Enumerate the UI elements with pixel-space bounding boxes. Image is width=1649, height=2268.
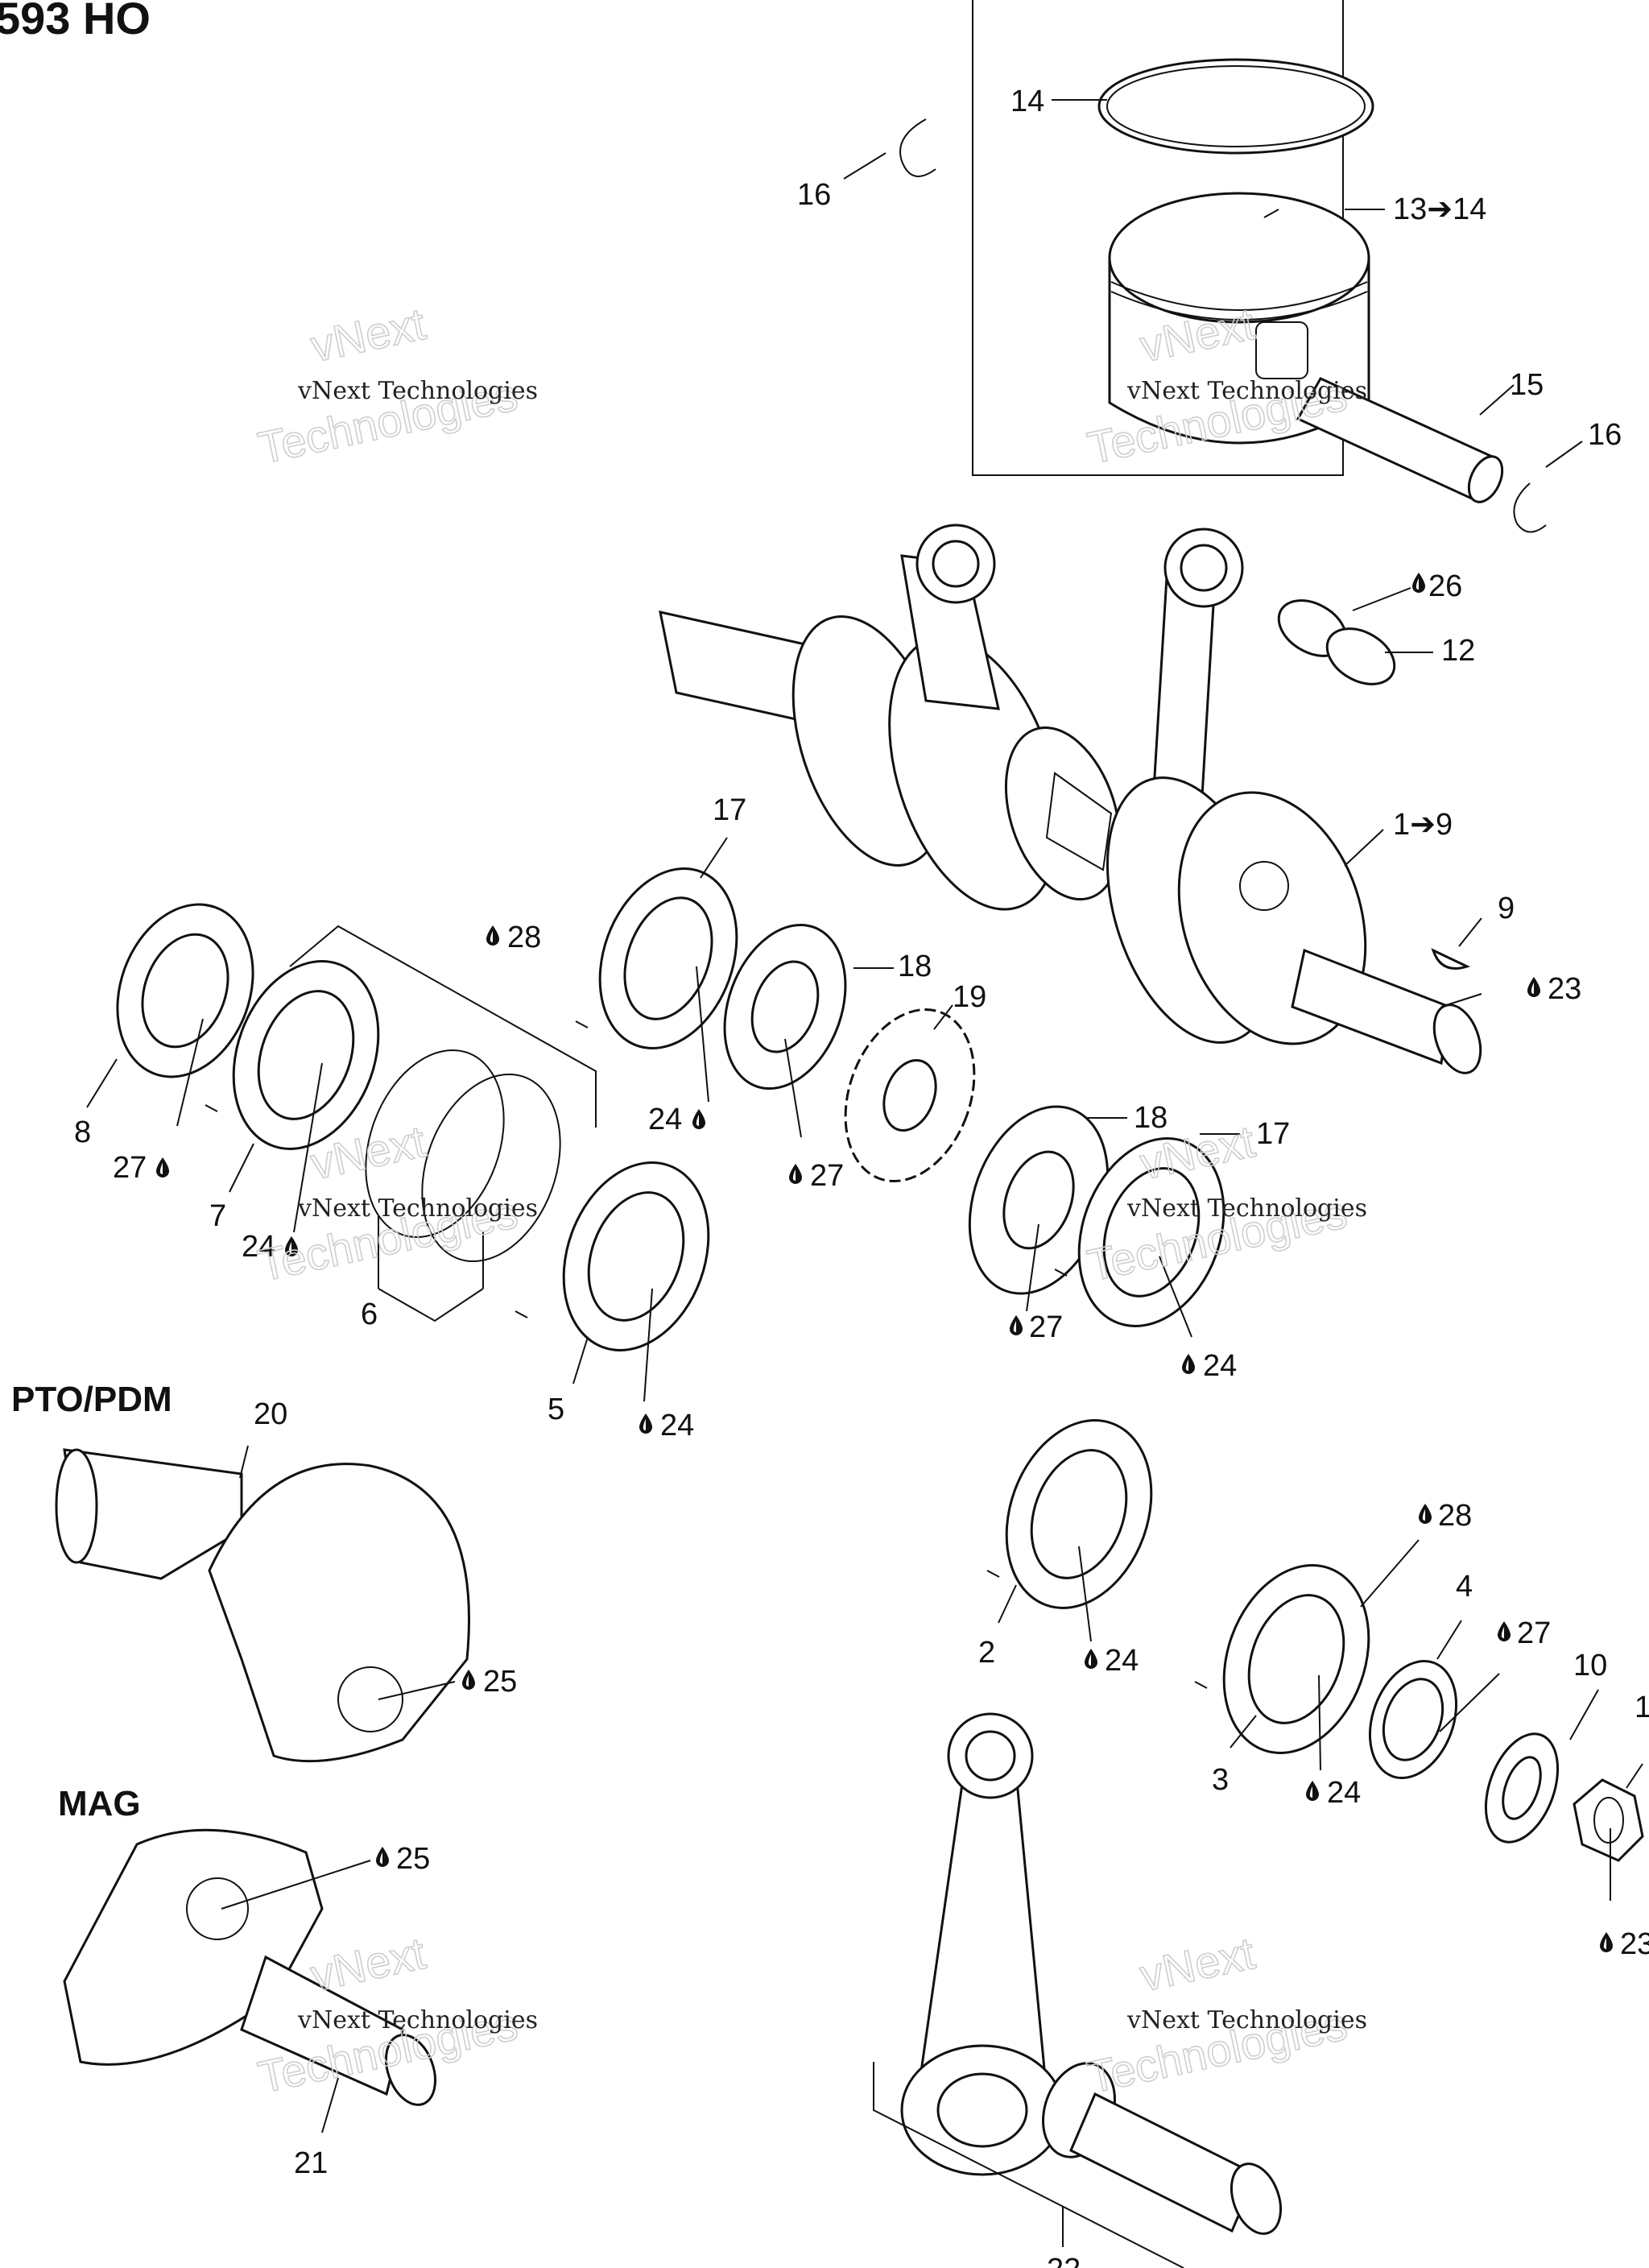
page-title: 593 HO <box>0 0 151 43</box>
label-18-right: 18 <box>1134 1101 1168 1135</box>
label-8: 8 <box>74 1115 91 1149</box>
label-22: 22 <box>1047 2253 1081 2268</box>
label-7: 7 <box>209 1199 226 1233</box>
label-27-right: 27 <box>1029 1310 1063 1344</box>
label-24-right: 24 <box>1203 1349 1237 1383</box>
washer-10 <box>1484 1732 1560 1844</box>
label-9: 9 <box>1498 892 1515 925</box>
label-23-nut: 23 <box>1620 1927 1649 1961</box>
crankshaft-assembly <box>659 524 1482 1074</box>
label-11: 1 <box>1635 1691 1649 1724</box>
label-25-mag: 25 <box>396 1842 430 1876</box>
label-28-left: 28 <box>507 921 541 954</box>
label-24-b2: 24 <box>1105 1644 1139 1678</box>
label-20: 20 <box>254 1397 287 1431</box>
label-19: 19 <box>953 980 986 1014</box>
ring-6 <box>365 1049 561 1263</box>
section-pto: PTO/PDM <box>11 1380 172 1419</box>
svg-text:vNext: vNext <box>306 298 430 371</box>
crank-half-mag <box>63 1828 436 2106</box>
bearing-2 <box>1005 1419 1153 1609</box>
label-17-right: 17 <box>1256 1117 1290 1151</box>
piston-ring <box>1097 58 1374 155</box>
bracket-6-28 <box>289 925 597 1322</box>
label-5: 5 <box>548 1393 564 1426</box>
label-17-top: 17 <box>713 793 746 827</box>
label-15: 15 <box>1510 368 1544 402</box>
svg-text:vNext Technologies: vNext Technologies <box>1126 377 1367 405</box>
svg-text:vNext Technologies: vNext Technologies <box>1126 1194 1367 1223</box>
svg-text:vNext: vNext <box>306 1927 430 2001</box>
label-3: 3 <box>1212 1763 1229 1797</box>
label-26: 26 <box>1428 569 1462 603</box>
svg-text:vNext Technologies: vNext Technologies <box>297 1194 538 1223</box>
callout-labels: 14 16 13➔14 15 16 26 12 17 1➔9 9 28 18 1… <box>74 85 1649 2268</box>
oil-seal-18-right <box>968 1105 1110 1295</box>
label-21: 21 <box>294 2146 328 2180</box>
label-6: 6 <box>361 1297 378 1331</box>
label-2: 2 <box>978 1636 995 1670</box>
nut-11 <box>1573 1778 1644 1862</box>
label-10: 10 <box>1573 1649 1607 1682</box>
seal-4 <box>1368 1659 1458 1780</box>
label-4: 4 <box>1456 1570 1473 1604</box>
label-24-center: 24 <box>648 1103 682 1136</box>
label-24-left: 24 <box>242 1230 275 1264</box>
label-14: 14 <box>1010 85 1044 118</box>
label-25-pto: 25 <box>483 1665 517 1699</box>
bearing-3 <box>1222 1564 1370 1754</box>
leader-lines <box>86 99 1643 2133</box>
label-23-right: 23 <box>1548 972 1581 1006</box>
bearing-5 <box>562 1161 710 1351</box>
gear-19 <box>844 1008 976 1183</box>
label-27-lower: 27 <box>1517 1616 1551 1650</box>
piston-pin <box>1296 377 1504 503</box>
bearing-17-right <box>1077 1137 1225 1327</box>
label-18-top: 18 <box>898 950 932 983</box>
label-1: 1➔9 <box>1393 808 1453 842</box>
label-24-lower: 24 <box>660 1409 694 1442</box>
label-13: 13➔14 <box>1393 192 1486 226</box>
svg-text:vNext: vNext <box>1135 1927 1259 2001</box>
label-16-top: 16 <box>797 178 831 212</box>
label-12: 12 <box>1441 634 1475 668</box>
label-24-b3: 24 <box>1327 1776 1361 1810</box>
woodruff-key <box>1431 948 1471 970</box>
svg-text:vNext Technologies: vNext Technologies <box>297 377 538 405</box>
section-mag: MAG <box>58 1784 141 1823</box>
bracket-22 <box>873 2062 1184 2268</box>
circlip-top <box>899 118 936 177</box>
label-27-center: 27 <box>810 1159 844 1193</box>
bearing-7 <box>232 960 380 1150</box>
needle-bearing-top <box>1277 599 1396 685</box>
bearing-17-left <box>598 867 738 1049</box>
crank-half-pto <box>55 1448 470 1763</box>
svg-text:vNext Technologies: vNext Technologies <box>1126 2006 1367 2034</box>
label-27-left: 27 <box>113 1151 147 1185</box>
oil-seal-18-left <box>723 923 847 1091</box>
oil-seal-left <box>116 903 254 1078</box>
circlip-right <box>1513 482 1547 533</box>
svg-text:vNext Technologies: vNext Technologies <box>297 2006 538 2034</box>
connecting-rod-22 <box>900 1712 1282 2235</box>
dowel-pins <box>205 1020 1208 1689</box>
piston <box>1108 192 1370 445</box>
label-16-right: 16 <box>1588 418 1622 452</box>
label-28-right: 28 <box>1438 1499 1472 1533</box>
